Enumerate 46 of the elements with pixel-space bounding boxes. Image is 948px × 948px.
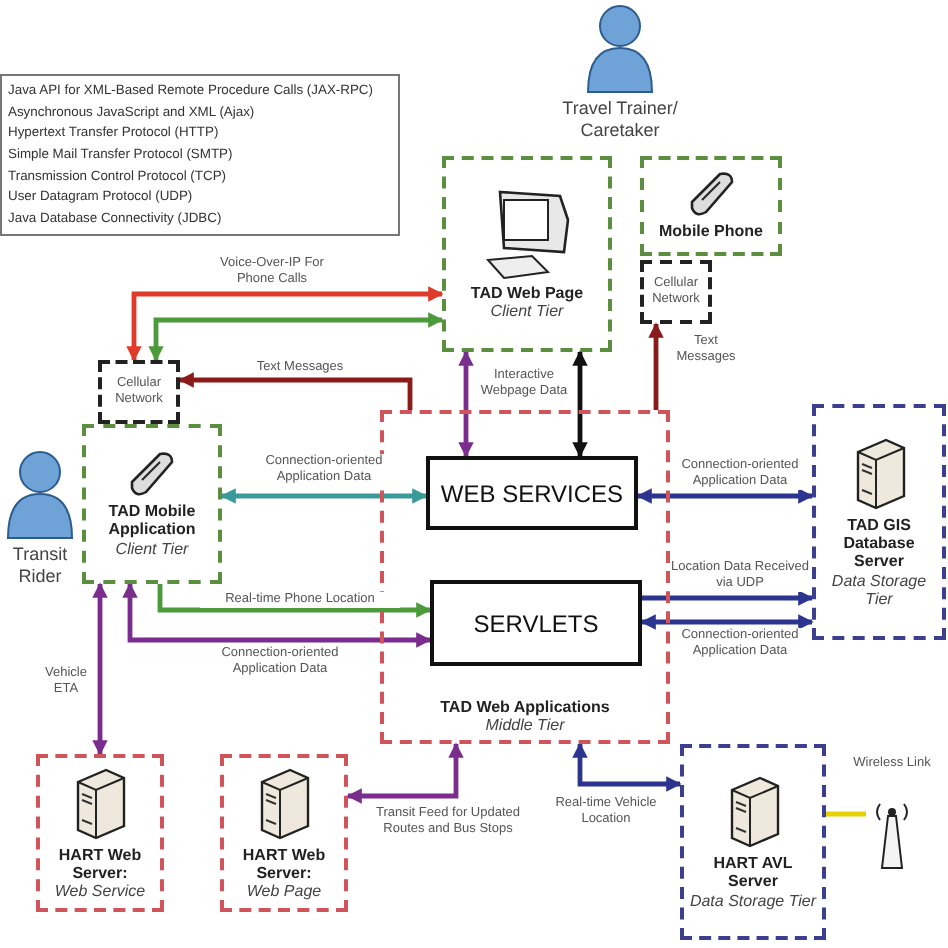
- storage-box: [812, 404, 946, 640]
- tier-box: [380, 410, 670, 744]
- node-title: TAD Web Applications: [440, 697, 610, 716]
- network-box: [640, 260, 712, 324]
- server-box: [36, 754, 164, 912]
- arrow: [122, 582, 432, 648]
- tier-label: Web Service: [54, 882, 146, 901]
- tier-label: Web Page: [246, 882, 322, 901]
- arrow: [220, 488, 428, 504]
- arrow: [640, 614, 814, 630]
- tier-label: Data Storage Tier: [689, 891, 817, 910]
- node-title: TAD Mobile Application: [106, 502, 198, 540]
- tier-label: Client Tier: [490, 302, 564, 321]
- arrow: [148, 312, 444, 362]
- client-box: [640, 156, 782, 256]
- node-title: HART AVL Server: [711, 854, 795, 892]
- arrow: [157, 584, 432, 618]
- tier-label: Client Tier: [115, 539, 189, 558]
- arrow: [92, 582, 108, 756]
- node-title: HART Web Server:: [240, 845, 328, 883]
- tier-label: Data Storage Tier: [829, 571, 929, 608]
- actor-label: Travel Trainer/ Caretaker: [560, 98, 680, 142]
- node-title: TAD GIS Database Server: [841, 516, 917, 572]
- node-title: HART Web Server:: [56, 845, 144, 883]
- server-box: [220, 754, 348, 912]
- arrow: [648, 322, 664, 410]
- node-title: TAD Web Page: [470, 283, 584, 302]
- client-box: [82, 424, 222, 584]
- arrow: [126, 286, 444, 362]
- arrow: [636, 488, 814, 504]
- tier-label: Middle Tier: [485, 715, 565, 734]
- component-title: WEB SERVICES: [440, 479, 624, 507]
- actor-label: Transit Rider: [10, 544, 70, 588]
- network-box: [98, 360, 180, 424]
- arrow: [458, 350, 474, 458]
- arrow: [572, 350, 588, 458]
- client-box: [442, 156, 612, 352]
- arrow: [572, 742, 682, 792]
- arrow: [642, 590, 814, 606]
- arrow: [346, 742, 464, 804]
- component-box: [426, 456, 638, 530]
- arrow: [178, 372, 413, 410]
- component-title: SERVLETS: [473, 609, 599, 637]
- component-box: [430, 580, 642, 666]
- storage-box: [680, 744, 826, 940]
- device-title: Mobile Phone: [659, 222, 763, 242]
